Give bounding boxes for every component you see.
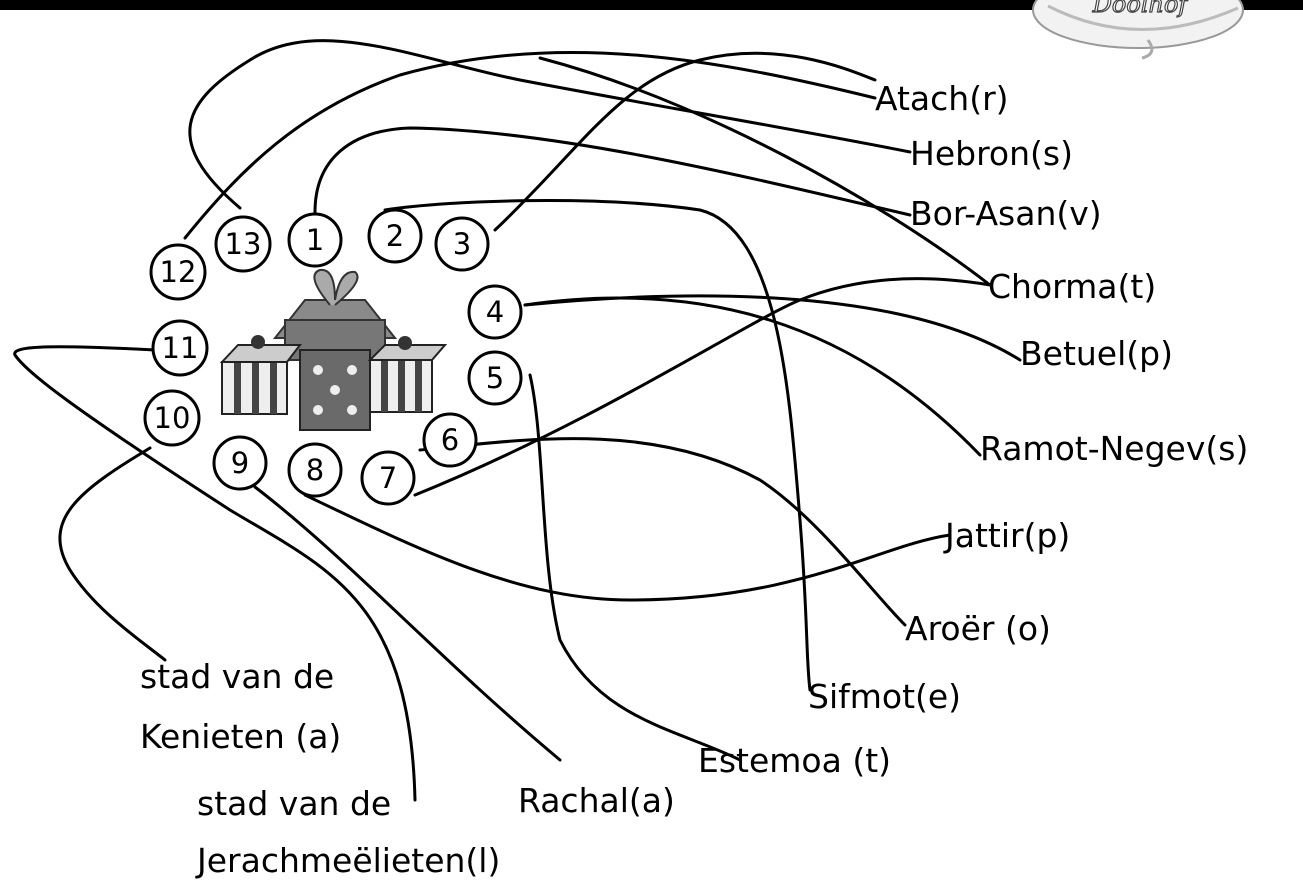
line-7-chorma — [413, 277, 992, 497]
place-jerachmeelieten-line1: stad van de — [197, 784, 391, 823]
doolhof-logo: Doolhof — [1032, 0, 1244, 60]
place-estemoa: Estemoa (t) — [698, 741, 891, 780]
line-hebron-chorma — [538, 56, 992, 287]
top-border — [0, 0, 1303, 10]
number-8-label: 8 — [306, 453, 324, 487]
number-1-label: 1 — [306, 223, 324, 257]
line-11-jerach — [13, 345, 417, 802]
line-1-borasan — [313, 126, 912, 217]
number-circle-11: 11 — [151, 319, 209, 377]
line-8-jattir — [303, 493, 952, 602]
number-12-label: 12 — [160, 255, 197, 289]
number-circle-8: 8 — [287, 442, 343, 498]
number-10-label: 10 — [154, 401, 191, 435]
number-9-label: 9 — [231, 446, 249, 480]
place-jattir: Jattir(p) — [943, 516, 1070, 555]
place-hebron: Hebron(s) — [910, 134, 1073, 173]
line-5-estemoa — [528, 373, 742, 762]
number-11-label: 11 — [162, 331, 199, 365]
line-4-betuel — [523, 294, 1022, 362]
line-3-sifmot — [493, 51, 877, 232]
number-7-label: 7 — [379, 461, 397, 495]
number-5-label: 5 — [486, 361, 504, 395]
place-atach: Atach(r) — [875, 79, 1009, 118]
number-circle-3: 3 — [434, 216, 490, 272]
number-circle-6: 6 — [422, 412, 478, 468]
logo-text: Doolhof — [1092, 0, 1192, 18]
number-circle-12: 12 — [149, 243, 207, 301]
number-circle-7: 7 — [360, 450, 416, 506]
place-jerachmeelieten-line2: Jerachmeëlieten(l) — [195, 841, 500, 880]
number-13-label: 13 — [225, 227, 262, 261]
line-9-rachal — [253, 485, 562, 762]
number-4-label: 4 — [486, 295, 504, 329]
number-circle-1: 1 — [287, 212, 343, 268]
number-circle-13: 13 — [214, 215, 272, 273]
gift-boxes-image — [219, 268, 448, 431]
place-sifmot: Sifmot(e) — [808, 677, 961, 716]
line-12-atach — [183, 50, 877, 240]
place-rachal: Rachal(a) — [518, 781, 675, 820]
number-6-label: 6 — [441, 423, 459, 457]
line-2-sifmot — [383, 199, 812, 692]
place-bor-asan: Bor-Asan(v) — [910, 194, 1102, 233]
place-betuel: Betuel(p) — [1020, 334, 1173, 373]
place-aroer: Aroër (o) — [905, 609, 1051, 648]
number-3-label: 3 — [453, 227, 471, 261]
place-ramot-negev: Ramot-Negev(s) — [980, 429, 1248, 468]
number-circle-2: 2 — [367, 208, 423, 264]
number-circle-10: 10 — [143, 389, 201, 447]
line-6-aroer — [418, 437, 907, 627]
place-chorma: Chorma(t) — [988, 267, 1156, 306]
number-2-label: 2 — [386, 219, 404, 253]
number-circle-4: 4 — [467, 284, 523, 340]
connecting-lines — [13, 39, 1022, 802]
line-4-ramot — [523, 296, 982, 457]
number-circle-5: 5 — [467, 350, 523, 406]
line-10-kenieten — [58, 446, 167, 662]
place-kenieten-line1: stad van de — [140, 657, 334, 696]
place-kenieten-line2: Kenieten (a) — [140, 717, 341, 756]
line-13-hebron — [188, 39, 912, 210]
number-circle-9: 9 — [212, 435, 268, 491]
